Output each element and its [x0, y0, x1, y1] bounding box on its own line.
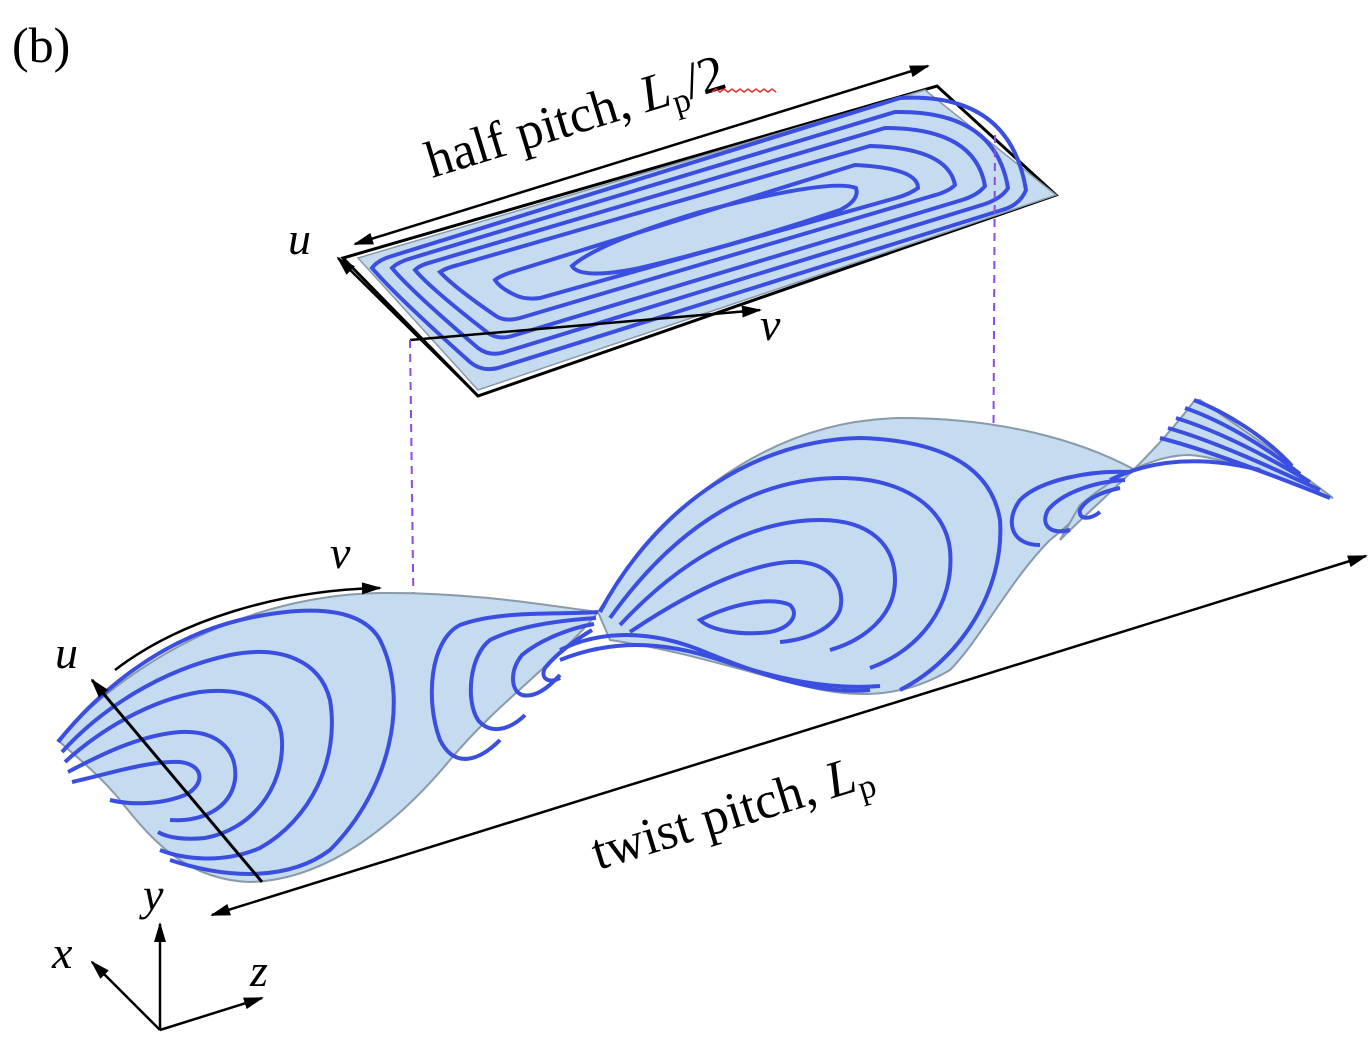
flat-v-axis-arrow: [409, 305, 762, 342]
ribbon-u-label: u: [55, 627, 78, 678]
ribbon-tail-6: [1109, 459, 1261, 482]
triad-z-label: z: [249, 945, 268, 996]
coordinate-triad: y x z: [51, 869, 268, 1032]
ribbon-tail-4: [1184, 406, 1302, 476]
flat-u-label: u: [288, 213, 311, 264]
triad-x-axis: [90, 960, 161, 1031]
triad-y-label: y: [139, 869, 164, 920]
flat-streamline-2: [389, 109, 1011, 356]
ribbon-tail-1: [1159, 436, 1331, 500]
ribbon-v-label: v: [330, 527, 351, 578]
flat-streamline-4: [436, 143, 958, 322]
ribbon-streamline-1e: [71, 759, 202, 806]
twist-pitch-arrow: [210, 554, 1368, 917]
triad-x-label: x: [51, 927, 73, 978]
twist-pitch-label: twist pitch, Lp: [585, 742, 881, 887]
flat-v-label: v: [760, 299, 781, 350]
flat-streamline-3: [412, 125, 988, 340]
ribbon-streamline-4c: [1077, 486, 1121, 520]
guide-line-left: [409, 339, 416, 721]
ribbon-streamline-4a: [1009, 469, 1131, 547]
half-pitch-arrow: [353, 64, 930, 246]
spellcheck-squiggle: [711, 88, 777, 93]
flat-u-axis-arrow: [336, 256, 479, 397]
ribbon-tail-2: [1167, 426, 1321, 492]
panel-label: (b): [12, 17, 70, 73]
ribbon-tail-3: [1175, 416, 1312, 484]
triad-z-axis: [159, 996, 264, 1032]
ribbon-tail-5: [1193, 398, 1294, 468]
ribbon-streamline-4b: [1043, 478, 1126, 534]
